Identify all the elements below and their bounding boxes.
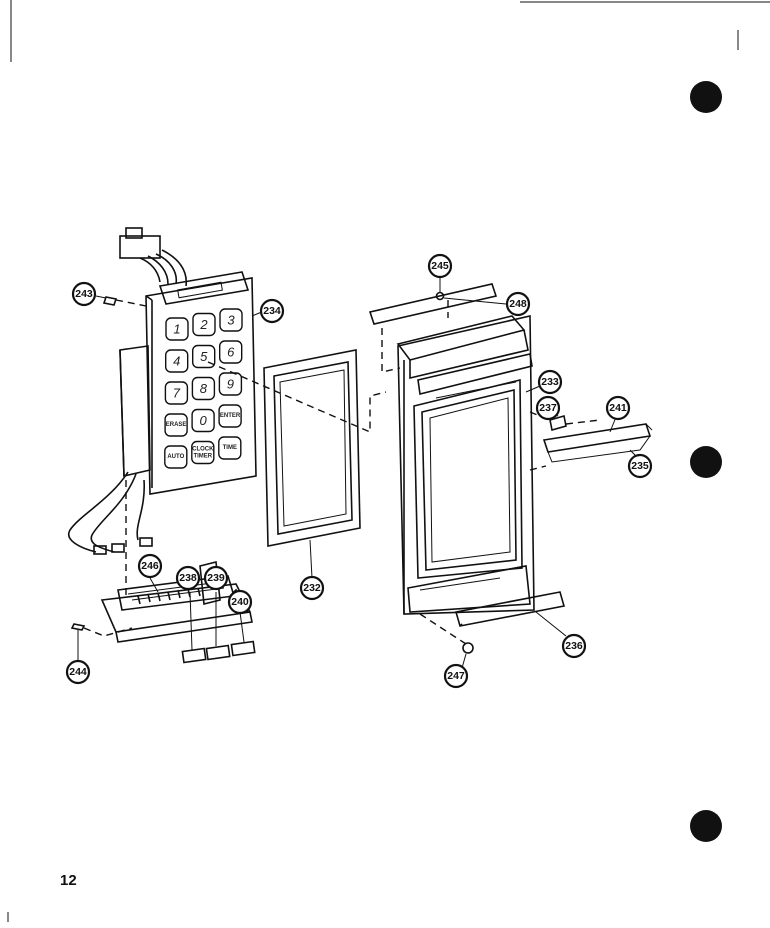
svg-text:1: 1 bbox=[173, 322, 180, 337]
svg-text:5: 5 bbox=[200, 349, 208, 364]
svg-text:ENTER: ENTER bbox=[220, 413, 241, 419]
callout-244: 244 bbox=[65, 659, 91, 685]
binder-holes bbox=[690, 81, 722, 842]
keypad-key: ERASE bbox=[164, 413, 188, 437]
svg-text:ERASE: ERASE bbox=[166, 422, 187, 428]
svg-text:9: 9 bbox=[227, 377, 234, 392]
svg-text:247: 247 bbox=[447, 670, 465, 682]
keypad-key: 2 bbox=[192, 312, 216, 337]
svg-text:3: 3 bbox=[227, 313, 235, 328]
svg-text:240: 240 bbox=[231, 596, 249, 608]
keypad-key: 1 bbox=[165, 317, 189, 341]
svg-text:233: 233 bbox=[541, 376, 559, 388]
svg-text:235: 235 bbox=[631, 460, 649, 472]
svg-text:6: 6 bbox=[227, 345, 235, 360]
keypad-key: 7 bbox=[164, 381, 189, 405]
keypad-key: ENTER bbox=[218, 404, 242, 428]
svg-text:2: 2 bbox=[199, 317, 208, 332]
binder-hole-middle bbox=[690, 446, 722, 478]
keypad-key: TIME bbox=[218, 436, 242, 460]
svg-text:AUTO: AUTO bbox=[167, 454, 184, 460]
explode-lines bbox=[83, 299, 601, 645]
callout-245: 245 bbox=[427, 253, 453, 279]
binder-hole-bottom bbox=[690, 810, 722, 842]
callout-247: 247 bbox=[443, 663, 469, 689]
svg-text:4: 4 bbox=[173, 354, 180, 369]
callout-239: 239 bbox=[203, 565, 229, 591]
callout-232: 232 bbox=[299, 575, 325, 601]
callout-240: 240 bbox=[227, 589, 253, 615]
keypad-key: 0 bbox=[191, 408, 215, 433]
door-frame-gasket bbox=[263, 349, 361, 547]
callout-233: 233 bbox=[537, 369, 563, 395]
svg-text:244: 244 bbox=[69, 666, 87, 678]
callout-235: 235 bbox=[627, 453, 653, 479]
svg-text:237: 237 bbox=[539, 402, 557, 414]
callout-237: 237 bbox=[535, 395, 561, 421]
svg-text:241: 241 bbox=[609, 402, 627, 414]
svg-text:234: 234 bbox=[263, 305, 281, 317]
svg-text:238: 238 bbox=[179, 572, 197, 584]
svg-text:248: 248 bbox=[509, 298, 527, 310]
svg-text:232: 232 bbox=[303, 582, 321, 594]
callout-248: 248 bbox=[505, 291, 531, 317]
control-panel-assembly bbox=[67, 227, 257, 555]
page-border-marks bbox=[7, 0, 770, 922]
svg-text:236: 236 bbox=[565, 640, 583, 652]
keypad-key: 9 bbox=[218, 372, 243, 396]
callout-238: 238 bbox=[175, 565, 201, 591]
keypad-key: 6 bbox=[218, 340, 243, 364]
callout-241: 241 bbox=[605, 395, 631, 421]
svg-text:246: 246 bbox=[141, 560, 159, 572]
svg-text:243: 243 bbox=[75, 288, 93, 300]
svg-text:8: 8 bbox=[200, 381, 208, 396]
callout-246: 246 bbox=[137, 553, 163, 579]
svg-text:0: 0 bbox=[199, 413, 207, 428]
keypad-key: 3 bbox=[219, 308, 243, 332]
callout-234: 234 bbox=[259, 298, 285, 324]
svg-text:TIME: TIME bbox=[223, 445, 237, 451]
svg-text:239: 239 bbox=[207, 572, 225, 584]
callout-243: 243 bbox=[71, 281, 97, 307]
svg-text:245: 245 bbox=[431, 260, 449, 272]
callout-236: 236 bbox=[561, 633, 587, 659]
keypad-key: 4 bbox=[164, 349, 189, 373]
binder-hole-top bbox=[690, 81, 722, 113]
door-assembly bbox=[368, 283, 653, 654]
keypad-key: 8 bbox=[191, 376, 216, 401]
keypad-key: AUTO bbox=[164, 445, 188, 469]
page-number: 12 bbox=[60, 872, 77, 889]
svg-text:7: 7 bbox=[173, 386, 181, 401]
